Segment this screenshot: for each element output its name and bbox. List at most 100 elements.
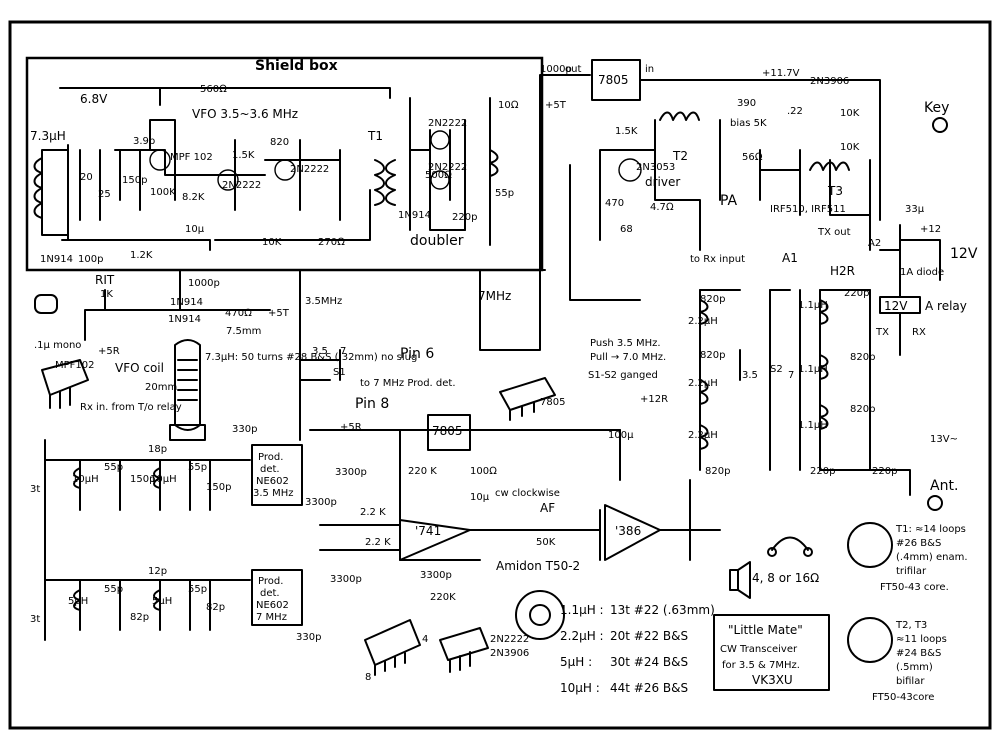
v5t-top: +5T <box>545 100 567 111</box>
volt-label: +11.7V <box>762 68 800 79</box>
headphone-left <box>767 547 777 557</box>
prod-det-7-box <box>251 569 303 626</box>
l22-a: 2.2µH <box>688 316 718 327</box>
r220k-b: 220K <box>430 592 456 603</box>
wind-row-2-l: 5µH : <box>560 655 592 669</box>
doubler-diode-label: 1N914 <box>398 210 431 221</box>
c82p-a: 82p <box>130 612 149 623</box>
r15k-label: 1.5K <box>232 150 255 161</box>
r470-pa-label: 470 <box>605 198 624 209</box>
amidon-toroid-inner <box>529 604 551 626</box>
reg-in-label: in <box>645 64 654 75</box>
rit-label: RIT <box>95 273 115 287</box>
doubler-res-label: 500Ω <box>425 170 452 181</box>
l10-a: 10µH <box>72 474 99 485</box>
to92-package <box>439 627 489 673</box>
r560-label: 560Ω <box>200 84 227 95</box>
t1-note-4: trifilar <box>896 566 927 577</box>
ant-label: Ant. <box>930 478 958 494</box>
t2-note-4: (.5mm) <box>896 662 933 673</box>
t2-note-5: bifilar <box>896 676 925 687</box>
h2r-label: H2R <box>830 264 855 278</box>
input-coils-7 <box>73 589 161 611</box>
vfo-coil-len: 7.5mm <box>226 326 261 337</box>
a1-label: A1 <box>782 251 798 265</box>
c3300p-d: 3300p <box>420 570 452 581</box>
rit-pot-label: 1K <box>100 289 113 300</box>
lpf-coils-right <box>819 299 829 430</box>
doubler-label: doubler <box>410 233 464 249</box>
input-filter-wiring <box>44 439 251 641</box>
wind-row-3-spec: 44t #26 B&S <box>610 681 688 695</box>
l5-b: 5µH <box>152 596 172 607</box>
prod-det-7-line4: 7 MHz <box>256 612 287 623</box>
pnp-label: 2N3906 <box>810 76 849 87</box>
winding-table: 1.1µH : 13t #22 (.63mm) 2.2µH : 20t #22 … <box>560 603 715 695</box>
wind-row-1-l: 2.2µH : <box>560 629 604 643</box>
t1-note-3: (.4mm) enam. <box>896 552 968 563</box>
l-main-label: 7.3µH <box>30 129 66 143</box>
r15k-pa-label: 1.5K <box>615 126 638 137</box>
pa-wiring <box>569 119 871 301</box>
npn-pkg-label: 2N2222 <box>490 634 529 645</box>
doubler-npn-b <box>430 170 450 190</box>
l11-a: 1.1µH <box>798 300 828 311</box>
vfo-fet-symbol <box>149 149 171 171</box>
l22-c: 2.2µH <box>688 430 718 441</box>
key-label: Key <box>924 100 949 116</box>
driver-part-label: 2N3053 <box>636 162 675 173</box>
v5r-rit: +5R <box>98 346 120 357</box>
rit-d2-label: 1N914 <box>170 297 203 308</box>
cw-label: cw clockwise <box>495 488 560 499</box>
rx-in-label: Rx in. from T/o relay <box>80 402 182 413</box>
c55p-e: 55p <box>188 584 207 595</box>
doubler-wiring <box>409 97 491 246</box>
c220p-b: 220p <box>810 466 835 477</box>
t1-note-1: T1: ≈14 loops <box>895 524 966 535</box>
t3t-b: 3t <box>30 614 40 625</box>
mpf102-package <box>41 359 89 409</box>
r22k-a: 2.2 K <box>360 507 386 518</box>
c3300p-c: 3300p <box>335 467 367 478</box>
wind-row-0-l: 1.1µH : <box>560 603 604 617</box>
pin8-label: Pin 8 <box>355 396 389 412</box>
reg-7805-pkg-label: 7805 <box>540 397 565 408</box>
t2-note-3: #24 B&S <box>896 648 941 659</box>
vfo-wiring <box>29 87 546 271</box>
r390-label: 390 <box>737 98 756 109</box>
relay-wiring <box>879 224 941 356</box>
l11-b: 1.1µH <box>798 364 828 375</box>
vfo-coil-label: VFO coil <box>115 361 164 375</box>
vfo-npn1-symbol <box>217 169 239 191</box>
c10u-label: 10µ <box>185 224 205 235</box>
c820p-b: 820p <box>705 466 730 477</box>
reg-7805-mid <box>427 414 471 451</box>
speaker-symbol <box>729 561 751 599</box>
band-35-right: 3.5 <box>742 370 758 381</box>
t1-label: T1 <box>367 129 383 143</box>
r22k-b: 2.2 K <box>365 537 391 548</box>
vfo-main-inductor <box>33 157 43 219</box>
r10k-pa-b: 10K <box>840 142 860 153</box>
c220p-a: 220p <box>844 288 869 299</box>
t1-note-5: FT50-43 core. <box>880 582 949 593</box>
mpf102-label: MPF102 <box>55 360 95 371</box>
rx-label: RX <box>912 327 926 338</box>
c25-label: 25 <box>98 189 111 200</box>
mosfet-label: IRF510, IRF511 <box>770 204 846 215</box>
reg-7805-mid-label: 7805 <box>432 424 463 438</box>
prod-det-7-line2: det. <box>260 588 280 599</box>
prod-det-7-label: to 7 MHz Prod. det. <box>360 378 456 389</box>
dip-label-8: 8 <box>365 672 371 683</box>
c220p-c: 220p <box>872 466 897 477</box>
t2-note-1: T2, T3 <box>895 620 927 631</box>
prod-det-35-line4: 3.5 MHz <box>253 488 293 499</box>
af-label: AF <box>540 501 555 515</box>
ganged-label: S1-S2 ganged <box>588 370 658 381</box>
dip-package <box>364 619 421 676</box>
r470-rit: 470Ω <box>225 308 252 319</box>
amidon-toroid <box>515 590 565 640</box>
wind-row-1-spec: 20t #22 B&S <box>610 629 688 643</box>
c330p-b: 330p <box>296 632 321 643</box>
